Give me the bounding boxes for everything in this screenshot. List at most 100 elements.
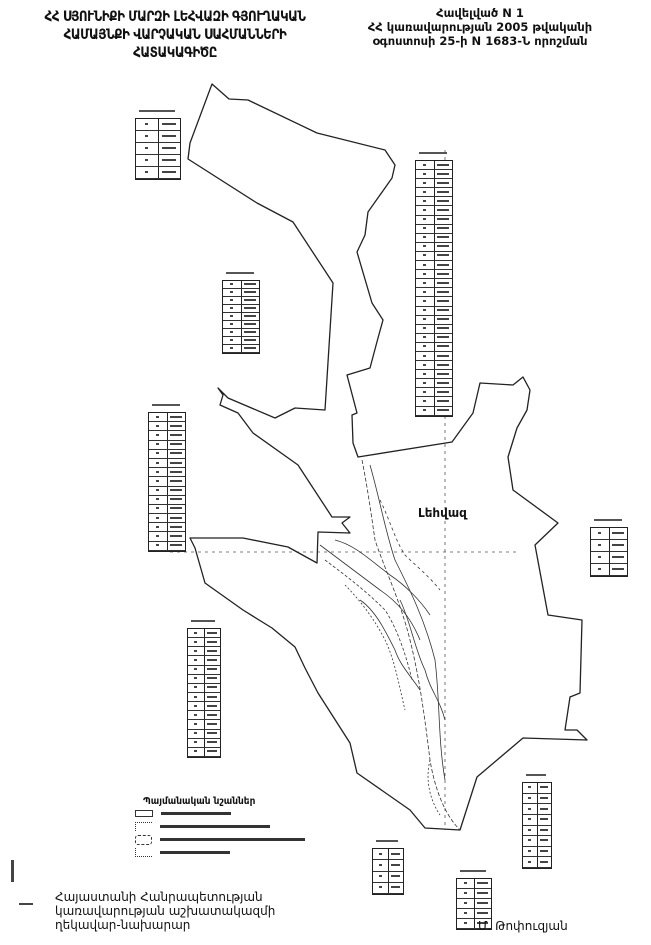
- document-title: ՀՀ ՍՅՈՒՆԻՔԻ ՄԱՐԶԻ ԼԵՀՎԱԶԻ ԳՅՈՒՂԱԿԱՆ ՀԱՄԱ…: [35, 8, 316, 62]
- point-symbol-icon: [135, 822, 152, 831]
- table-row: [523, 814, 551, 826]
- table-cell: [538, 783, 552, 793]
- table-row: [188, 629, 221, 639]
- table-row: [416, 342, 453, 352]
- table-cell: [149, 514, 168, 523]
- table-cell: [205, 720, 221, 728]
- table-cell: [416, 406, 435, 415]
- table-row: [591, 528, 627, 540]
- table-row: [149, 514, 185, 524]
- position-line: կառավարության աշխատակազմի: [55, 904, 276, 918]
- table-cell: [435, 179, 453, 187]
- table-row: [188, 711, 220, 721]
- coordinate-table: [522, 782, 552, 869]
- table-cell: [610, 528, 628, 539]
- table-cell: [435, 188, 453, 196]
- table-row: [149, 504, 185, 515]
- table-caption: [594, 519, 622, 521]
- table-cell: [223, 313, 242, 320]
- table-cell: [475, 899, 492, 908]
- table-cell: [149, 486, 168, 495]
- table-cell: [416, 242, 435, 251]
- table-cell: [149, 440, 168, 449]
- table-cell: [435, 225, 453, 233]
- table-cell: [538, 804, 552, 814]
- table-row: [149, 431, 185, 441]
- village-label: Լեհվազ: [418, 506, 467, 520]
- table-row: [136, 167, 180, 179]
- table-row: [149, 477, 185, 487]
- table-row: [223, 313, 259, 321]
- table-row: [188, 729, 220, 739]
- table-cell: [136, 167, 159, 178]
- table-cell: [188, 656, 205, 665]
- table-cell: [168, 532, 186, 540]
- table-row: [416, 233, 452, 243]
- table-row: [136, 119, 180, 131]
- table-cell: [475, 919, 492, 928]
- table-row: [457, 909, 491, 919]
- table-cell: [435, 206, 453, 214]
- table-cell: [188, 702, 205, 711]
- table-row: [149, 523, 185, 533]
- table-row: [373, 860, 403, 872]
- table-row: [416, 324, 452, 334]
- table-row: [416, 379, 452, 389]
- table-cell: [435, 343, 453, 351]
- table-row: [591, 564, 627, 576]
- position-line: ղեկավար-նախարար: [55, 918, 191, 932]
- table-cell: [416, 233, 435, 242]
- annex-note: Հավելված N 1 ՀՀ կառավարության 2005 թվակա…: [330, 6, 630, 48]
- table-cell: [435, 316, 453, 324]
- boundary-symbol-icon: [135, 810, 153, 817]
- table-cell: [416, 333, 435, 342]
- table-row: [149, 458, 185, 469]
- table-caption: [226, 272, 254, 274]
- table-cell: [205, 638, 221, 646]
- coordinate-table: [456, 878, 492, 930]
- table-cell: [416, 197, 435, 206]
- table-row: [416, 370, 452, 380]
- table-cell: [523, 836, 538, 846]
- table-cell: [188, 711, 205, 720]
- table-cell: [435, 307, 453, 315]
- table-cell: [416, 324, 435, 333]
- table-cell: [242, 305, 260, 312]
- table-cell: [188, 674, 205, 683]
- legend-item-text: [160, 838, 305, 841]
- table-cell: [435, 361, 453, 369]
- table-cell: [205, 629, 221, 637]
- table-row: [457, 919, 491, 929]
- table-cell: [591, 528, 610, 539]
- table-row: [223, 329, 259, 337]
- table-cell: [205, 739, 221, 747]
- table-cell: [416, 297, 435, 306]
- table-cell: [205, 693, 221, 701]
- table-row: [523, 836, 551, 847]
- table-cell: [416, 379, 435, 388]
- table-row: [223, 321, 259, 329]
- table-row: [373, 871, 403, 883]
- title-line: ՀԱՄԱՅՆՔԻ ՎԱՐՉԱԿԱՆ ՍԱՀՄԱՆՆԵՐԻ: [63, 27, 287, 43]
- table-cell: [242, 345, 260, 352]
- table-cell: [188, 692, 205, 702]
- table-cell: [223, 281, 242, 288]
- legend-item-text: [161, 812, 231, 815]
- table-row: [416, 242, 452, 252]
- table-cell: [416, 342, 435, 351]
- table-cell: [149, 523, 168, 532]
- table-cell: [223, 289, 242, 296]
- table-row: [149, 422, 185, 432]
- table-cell: [136, 131, 159, 142]
- table-cell: [188, 738, 205, 747]
- table-cell: [416, 279, 435, 288]
- table-cell: [538, 847, 552, 857]
- table-cell: [610, 564, 628, 575]
- table-row: [149, 449, 185, 459]
- table-row: [416, 315, 453, 325]
- table-cell: [149, 468, 168, 477]
- table-row: [457, 879, 491, 889]
- table-row: [416, 270, 452, 280]
- table-cell: [168, 413, 186, 421]
